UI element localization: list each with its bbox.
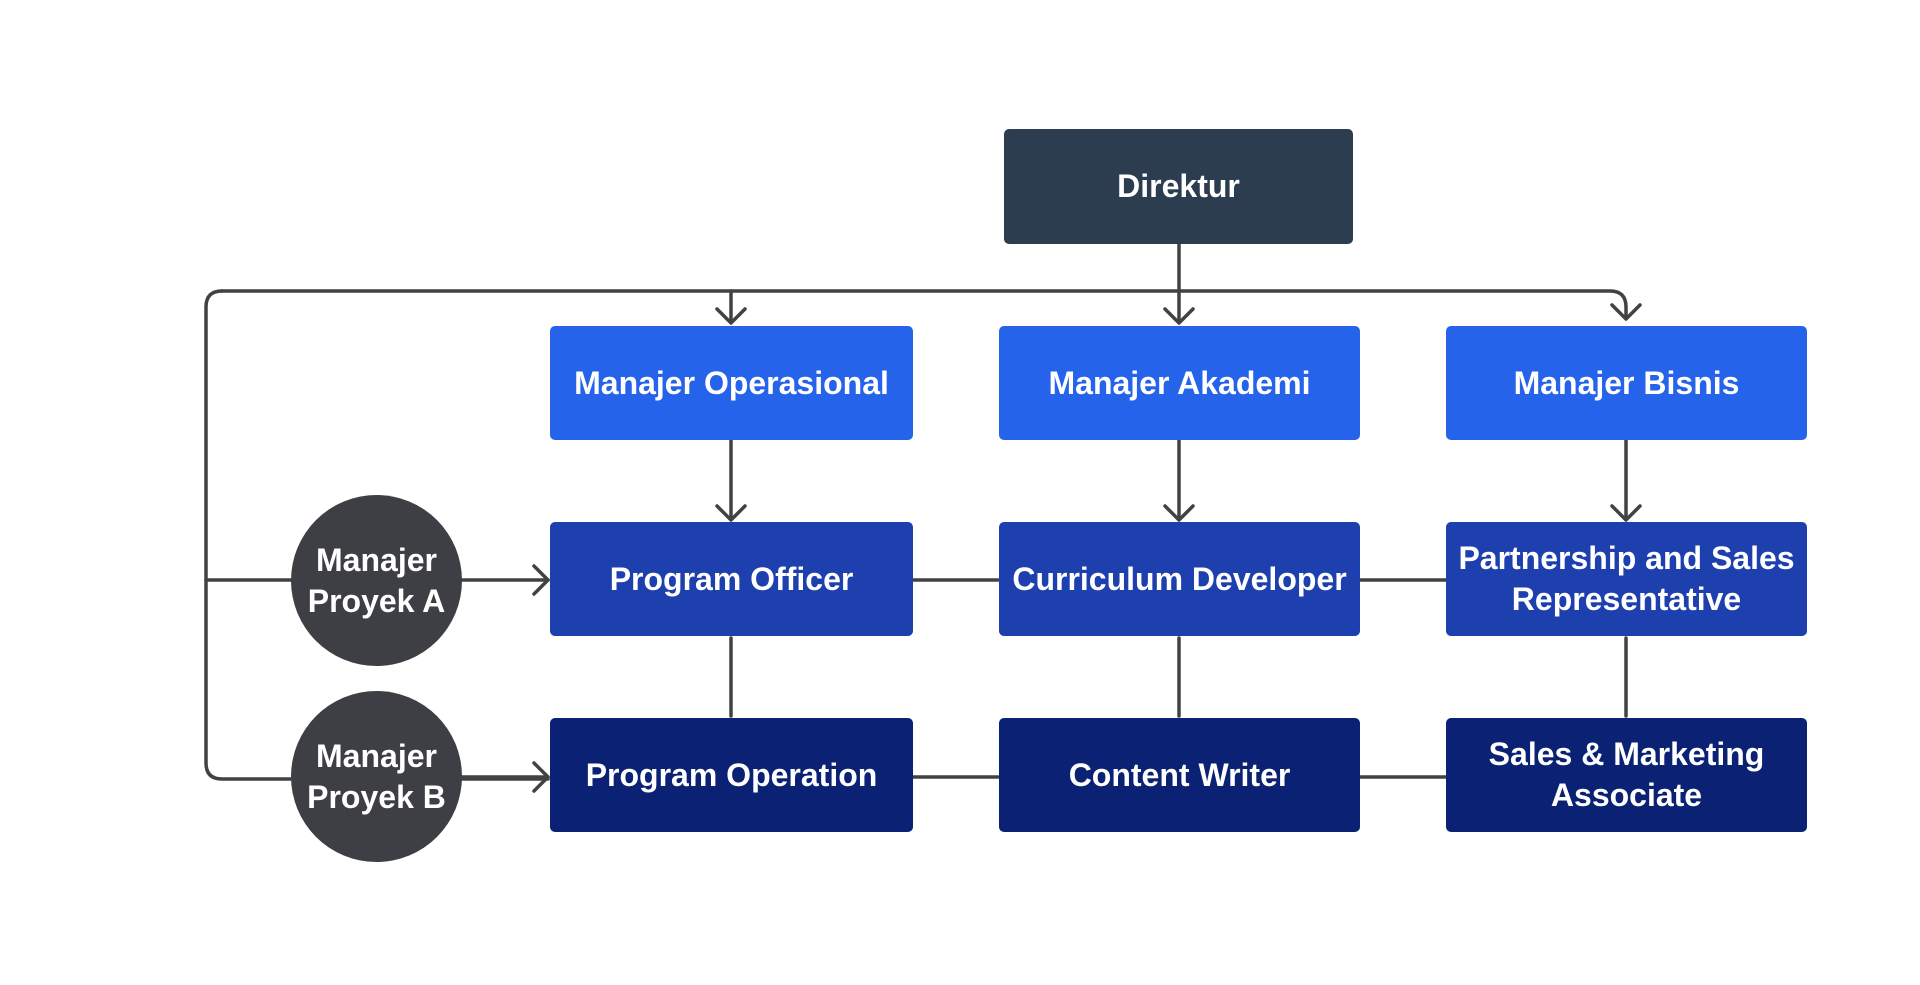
node-manajer-akademi: Manajer Akademi [999, 326, 1360, 440]
node-sales-marketing-associate: Sales & Marketing Associate [1446, 718, 1807, 832]
connector-top-distribution [220, 289, 1628, 320]
arrowhead-partnership [1610, 504, 1642, 522]
node-curriculum-developer: Curriculum Developer [999, 522, 1360, 636]
node-content-writer: Content Writer [999, 718, 1360, 832]
node-manajer-operasional: Manajer Operasional [550, 326, 913, 440]
arrowhead-proyek-b-operation [532, 761, 550, 793]
arrowhead-manajer-operasional [715, 307, 747, 325]
node-manajer-proyek-b: Manajer Proyek B [291, 691, 462, 862]
arrowhead-manajer-akademi [1163, 307, 1195, 325]
node-manajer-proyek-a: Manajer Proyek A [291, 495, 462, 666]
node-partnership-sales-representative: Partnership and Sales Representative [1446, 522, 1807, 636]
arrowhead-curriculum-developer [1163, 504, 1195, 522]
arrowhead-manajer-bisnis [1610, 303, 1642, 321]
node-manajer-bisnis: Manajer Bisnis [1446, 326, 1807, 440]
node-program-officer: Program Officer [550, 522, 913, 636]
node-direktur: Direktur [1004, 129, 1353, 244]
connector-left-vertical [204, 289, 550, 781]
arrowhead-program-officer [715, 504, 747, 522]
arrowhead-proyek-a-officer [532, 564, 550, 596]
node-program-operation: Program Operation [550, 718, 913, 832]
